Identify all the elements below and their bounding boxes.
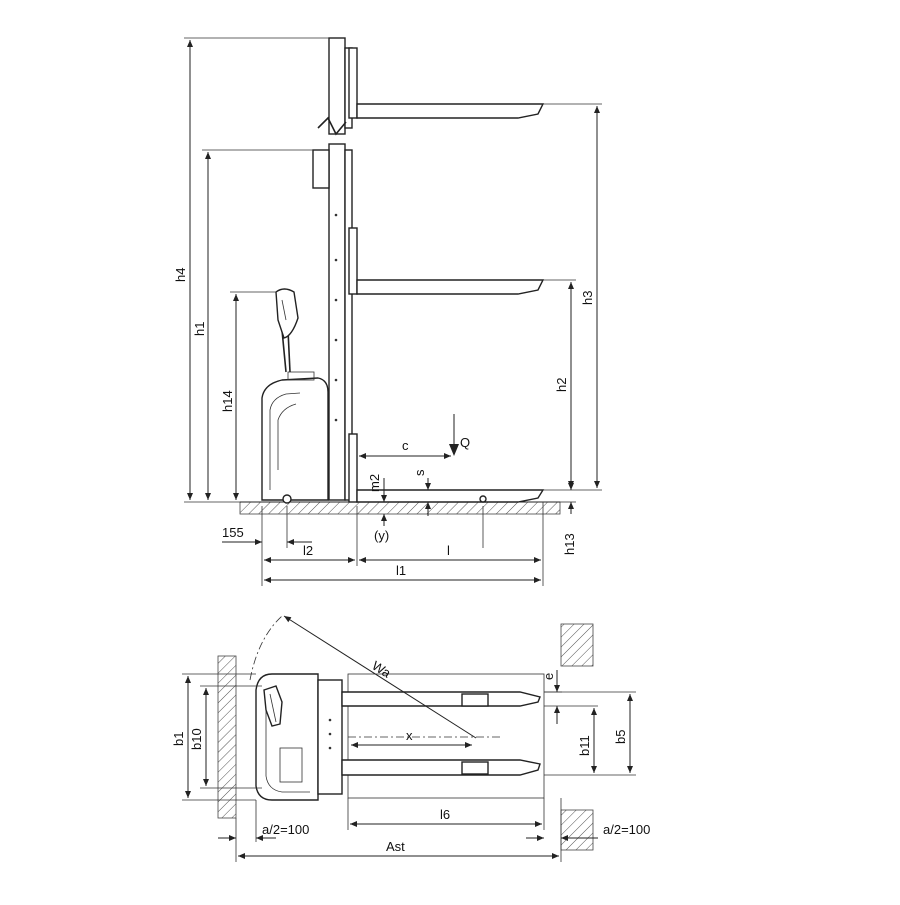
aisle-left-label: a/2=100 <box>262 822 309 837</box>
b10-label: b10 <box>189 728 204 750</box>
upper-fork <box>356 103 545 119</box>
Wa-label: Wa <box>369 658 394 681</box>
mast-lower <box>328 143 346 501</box>
Ast-label: Ast <box>386 839 405 854</box>
lower-fork-carriage <box>348 433 358 503</box>
right-pallet-top <box>560 623 594 667</box>
h13-label: h13 <box>562 533 577 555</box>
fork-right-top <box>341 759 541 776</box>
l6-label: l6 <box>440 807 450 822</box>
tiller-top-grip <box>269 693 277 723</box>
battery-hatch <box>279 747 303 783</box>
l-label: l <box>447 543 450 558</box>
mast-cylinder-head <box>312 149 330 189</box>
l1-label: l1 <box>396 563 406 578</box>
right-pallet-bottom <box>560 809 594 851</box>
fork-left-top <box>341 691 541 707</box>
y-label: (y) <box>374 528 389 543</box>
h4-label: h4 <box>173 268 188 282</box>
rear-offset-label: 155 <box>222 525 244 540</box>
h14-label: h14 <box>220 390 235 412</box>
mast-break-symbol <box>317 116 347 136</box>
load-roller-left <box>461 693 489 707</box>
h1-label: h1 <box>192 322 207 336</box>
turning-arc <box>249 615 283 681</box>
e-label: e <box>541 673 556 680</box>
tiller-arm <box>281 329 287 373</box>
chassis-panel <box>265 700 310 793</box>
l2-label: l2 <box>303 543 313 558</box>
x-label: x <box>406 728 413 743</box>
mast-rivets <box>334 213 338 422</box>
tiller-top <box>263 685 283 727</box>
h2-label: h2 <box>554 378 569 392</box>
power-unit-body <box>261 377 329 501</box>
fork-carriage <box>317 679 343 795</box>
load-arrow-head <box>449 444 459 456</box>
power-unit-panel <box>269 392 301 490</box>
b1-label: b1 <box>171 732 186 746</box>
m2-label: m2 <box>367 474 382 492</box>
load-roller-right <box>461 761 489 775</box>
ground-hatch <box>239 501 561 515</box>
tiller-head <box>275 288 299 339</box>
mast-top <box>328 37 346 135</box>
b11-label: b11 <box>577 735 592 756</box>
aisle-right-label: a/2=100 <box>603 822 650 837</box>
top-view: Wa x b1 b10 e b11 b5 l6 <box>171 615 650 862</box>
s-label: s <box>412 469 427 476</box>
tiller-arm-2 <box>287 329 291 373</box>
load-wheel <box>479 495 487 503</box>
power-unit-top <box>287 371 315 381</box>
middle-fork-carriage <box>348 227 358 295</box>
drive-wheel <box>282 494 292 504</box>
power-unit-panel-inner <box>277 403 297 470</box>
c-label: c <box>402 438 409 453</box>
left-wall <box>217 655 237 819</box>
pallet-outline <box>347 673 545 799</box>
Wa-dimension-line <box>283 615 477 739</box>
lower-fork <box>356 489 545 503</box>
middle-fork <box>356 279 545 295</box>
Q-label: Q <box>460 435 470 450</box>
side-view: h4 h1 h14 h3 h2 h13 c Q m2 (y) <box>173 37 602 586</box>
tiller-grip <box>281 299 287 321</box>
b5-label: b5 <box>613 730 628 744</box>
upper-fork-carriage <box>348 47 358 119</box>
carriage-bolts <box>328 718 332 750</box>
h3-label: h3 <box>580 291 595 305</box>
